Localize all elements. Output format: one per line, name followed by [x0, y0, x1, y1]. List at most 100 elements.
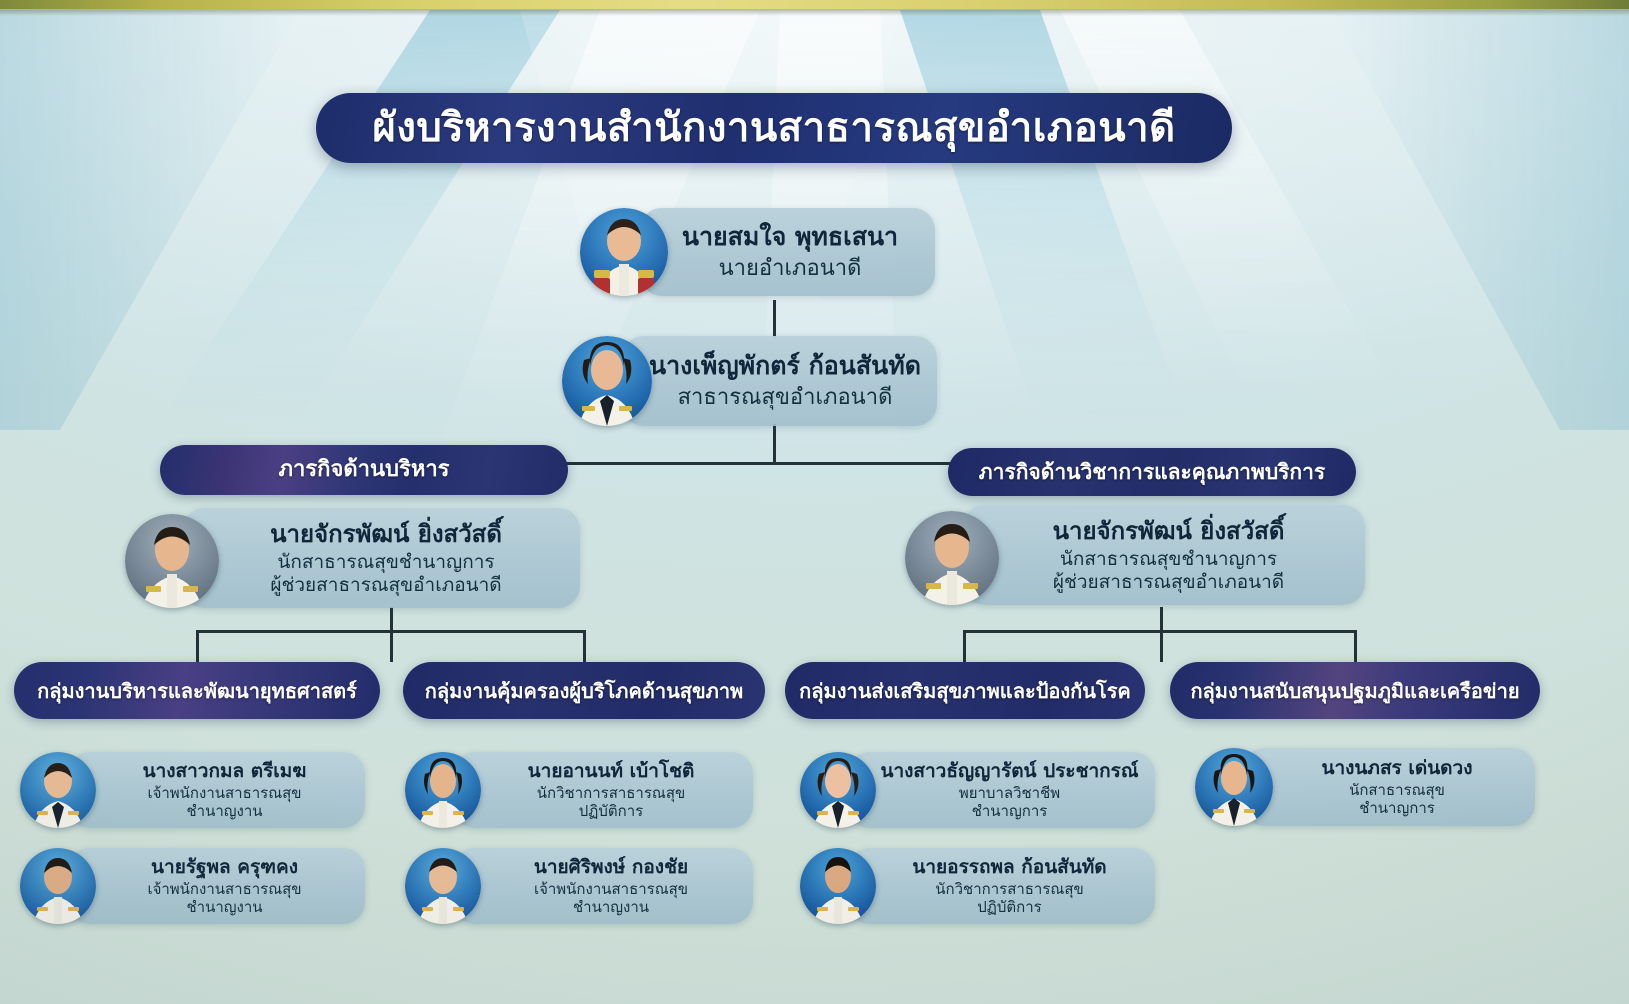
- card-member-g1-1: นางสาวกมล ตรีเมฆ เจ้าพนักงานสาธารณสุข ชำ…: [20, 752, 365, 828]
- page-title-text: ผังบริหารงานสำนักงานสาธารณสุขอำเภอนาดี: [372, 105, 1176, 151]
- person-role-1: เจ้าพนักงานสาธารณสุข: [147, 880, 302, 899]
- person-name: นายจักรพัฒน์ ยิ่งสวัสดิ์: [1052, 516, 1285, 545]
- card-public-health-officer: นางเพ็ญพักตร์ ก้อนสันทัด สาธารณสุขอำเภอน…: [562, 336, 937, 426]
- card-plate: [68, 752, 365, 828]
- avatar-district-chief: [580, 208, 668, 296]
- page-title: ผังบริหารงานสำนักงานสาธารณสุขอำเภอนาดี: [316, 93, 1232, 163]
- person-name: นางสาวธัญญารัตน์ ประชากรณ์: [880, 759, 1139, 782]
- group-header-health-promotion[interactable]: กลุ่มงานส่งเสริมสุขภาพและป้องกันโรค: [785, 662, 1145, 719]
- avatar-member-g1-1: [20, 752, 96, 828]
- card-text: นายสมใจ พุทธเสนา นายอำเภอนาดี: [655, 208, 925, 296]
- person-role-1: นักสาธารณสุขชำนาญการ: [277, 550, 495, 573]
- top-strip-shadow: [0, 9, 1629, 16]
- avatar-member-g2-2: [405, 848, 481, 924]
- person-role: สาธารณสุขอำเภอนาดี: [677, 384, 893, 410]
- person-role: นายอำเภอนาดี: [718, 255, 862, 281]
- person-role-2: ชำนาญการ: [1359, 799, 1435, 818]
- person-name: นายสมใจ พุทธเสนา: [681, 222, 899, 252]
- person-role-2: ชำนาญงาน: [572, 898, 650, 917]
- person-role-1: นักวิชาการสาธารณสุข: [935, 880, 1084, 899]
- person-name: นายศิริพงษ์ กองชัย: [533, 855, 689, 878]
- connector-to-group-1: [196, 630, 199, 662]
- avatar-division-lead-admin: [125, 514, 219, 608]
- person-role-2: ปฏิบัติการ: [578, 802, 644, 821]
- person-role-2: ผู้ช่วยสาธารณสุขอำเภอนาดี: [270, 573, 502, 596]
- card-member-g4-1: นางนภสร เด่นดวง นักสาธารณสุข ชำนาญการ: [1195, 748, 1535, 826]
- card-text: นายอานนท์ เบ้าโชติ นักวิชาการสาธารณสุข ป…: [467, 752, 755, 828]
- card-division-lead-admin: นายจักรพัฒน์ ยิ่งสวัสดิ์ นักสาธารณสุขชำน…: [125, 508, 580, 608]
- connector-admin-lead-down: [390, 607, 393, 662]
- group-header-primary-care-network[interactable]: กลุ่มงานสนับสนุนปฐมภูมิและเครือข่าย: [1170, 662, 1540, 719]
- top-gold-strip: [0, 0, 1629, 9]
- group-header-primary-care-network-label: กลุ่มงานสนับสนุนปฐมภูมิและเครือข่าย: [1190, 678, 1520, 703]
- card-district-chief: นายสมใจ พุทธเสนา นายอำเภอนาดี: [580, 208, 935, 296]
- card-plate: [1243, 748, 1535, 826]
- person-name: นางเพ็ญพักตร์ ก้อนสันทัด: [649, 351, 921, 381]
- avatar-division-lead-academic: [905, 511, 999, 605]
- card-plate: [963, 505, 1365, 605]
- card-member-g2-2: นายศิริพงษ์ กองชัย เจ้าพนักงานสาธารณสุข …: [405, 848, 753, 924]
- person-role-1: นักสาธารณสุข: [1349, 781, 1445, 800]
- division-header-academic-label: ภารกิจด้านวิชาการและคุณภาพบริการ: [978, 459, 1326, 484]
- division-header-admin[interactable]: ภารกิจด้านบริหาร: [160, 445, 568, 495]
- person-role-1: นักวิชาการสาธารณสุข: [536, 784, 686, 803]
- card-member-g3-1: นางสาวธัญญารัตน์ ประชากรณ์ พยาบาลวิชาชีพ…: [800, 752, 1155, 828]
- person-name: นายจักรพัฒน์ ยิ่งสวัสดิ์: [270, 519, 502, 548]
- card-plate: [453, 848, 753, 924]
- card-member-g3-2: นายอรรถพล ก้อนสันทัด นักวิชาการสาธารณสุข…: [800, 848, 1155, 924]
- connector-to-group-3: [963, 630, 966, 662]
- card-text: นางสาวธัญญารัตน์ ประชากรณ์ พยาบาลวิชาชีพ…: [862, 752, 1157, 828]
- person-name: นายอรรถพล ก้อนสันทัด: [912, 855, 1107, 878]
- person-name: นางสาวกมล ตรีเมฆ: [142, 759, 307, 782]
- person-role-1: พยาบาลวิชาชีพ: [958, 784, 1061, 803]
- connector-academic-lead-down: [1160, 607, 1163, 662]
- group-header-administration-label: กลุ่มงานบริหารและพัฒนายุทธศาสตร์: [37, 678, 357, 703]
- group-header-consumer-protection-label: กลุ่มงานคุ้มครองผู้บริโภคด้านสุขภาพ: [424, 678, 744, 703]
- division-header-academic[interactable]: ภารกิจด้านวิชาการและคุณภาพบริการ: [948, 448, 1356, 496]
- person-name: นายรัฐพล ครุฑคง: [151, 855, 298, 878]
- card-plate: [848, 752, 1155, 828]
- card-plate: [640, 208, 935, 296]
- card-plate: [622, 336, 937, 426]
- division-header-admin-label: ภารกิจด้านบริหาร: [278, 457, 450, 482]
- group-header-consumer-protection[interactable]: กลุ่มงานคุ้มครองผู้บริโภคด้านสุขภาพ: [403, 662, 765, 719]
- card-text: นายอรรถพล ก้อนสันทัด นักวิชาการสาธารณสุข…: [862, 848, 1157, 924]
- card-member-g1-2: นายรัฐพล ครุฑคง เจ้าพนักงานสาธารณสุข ชำน…: [20, 848, 365, 924]
- person-role-2: ชำนาญงาน: [186, 898, 263, 917]
- group-header-administration[interactable]: กลุ่มงานบริหารและพัฒนายุทธศาสตร์: [14, 662, 380, 719]
- connector-sso-down: [773, 424, 776, 462]
- card-text: นางนภสร เด่นดวง นักสาธารณสุข ชำนาญการ: [1257, 748, 1537, 826]
- card-member-g2-1: นายอานนท์ เบ้าโชติ นักวิชาการสาธารณสุข ป…: [405, 752, 753, 828]
- card-division-lead-academic: นายจักรพัฒน์ ยิ่งสวัสดิ์ นักสาธารณสุขชำน…: [905, 505, 1365, 605]
- avatar-public-health-officer: [562, 336, 652, 426]
- avatar-member-g2-1: [405, 752, 481, 828]
- person-role-1: เจ้าพนักงานสาธารณสุข: [533, 880, 689, 899]
- connector-ceo-to-sso: [773, 300, 776, 338]
- card-plate: [68, 848, 365, 924]
- card-text: นายจักรพัฒน์ ยิ่งสวัสดิ์ นักสาธารณสุขชำน…: [197, 508, 575, 608]
- connector-to-group-2: [583, 630, 586, 662]
- person-role-1: เจ้าพนักงานสาธารณสุข: [147, 784, 302, 803]
- card-text: นายรัฐพล ครุฑคง เจ้าพนักงานสาธารณสุข ชำน…: [82, 848, 367, 924]
- person-name: นายอานนท์ เบ้าโชติ: [527, 759, 695, 782]
- person-name: นางนภสร เด่นดวง: [1321, 756, 1473, 779]
- card-text: นายศิริพงษ์ กองชัย เจ้าพนักงานสาธารณสุข …: [467, 848, 755, 924]
- group-header-health-promotion-label: กลุ่มงานส่งเสริมสุขภาพและป้องกันโรค: [799, 678, 1131, 703]
- avatar-member-g3-1: [800, 752, 876, 828]
- person-role-2: ชำนาญงาน: [186, 802, 263, 821]
- card-text: นางสาวกมล ตรีเมฆ เจ้าพนักงานสาธารณสุข ชำ…: [82, 752, 367, 828]
- person-role-2: ผู้ช่วยสาธารณสุขอำเภอนาดี: [1052, 570, 1285, 593]
- connector-academic-groups-bar: [963, 630, 1357, 633]
- card-text: นายจักรพัฒน์ ยิ่งสวัสดิ์ นักสาธารณสุขชำน…: [977, 505, 1360, 605]
- connector-divisions-bar: [360, 462, 1150, 465]
- person-role-2: ปฏิบัติการ: [977, 898, 1042, 917]
- card-text: นางเพ็ญพักตร์ ก้อนสันทัด สาธารณสุขอำเภอน…: [640, 336, 930, 426]
- card-plate: [183, 508, 580, 608]
- person-role-2: ชำนาญการ: [971, 802, 1048, 821]
- avatar-member-g3-2: [800, 848, 876, 924]
- connector-to-group-4: [1354, 630, 1357, 662]
- avatar-member-g4-1: [1195, 748, 1273, 826]
- connector-admin-groups-bar: [196, 630, 586, 633]
- card-plate: [453, 752, 753, 828]
